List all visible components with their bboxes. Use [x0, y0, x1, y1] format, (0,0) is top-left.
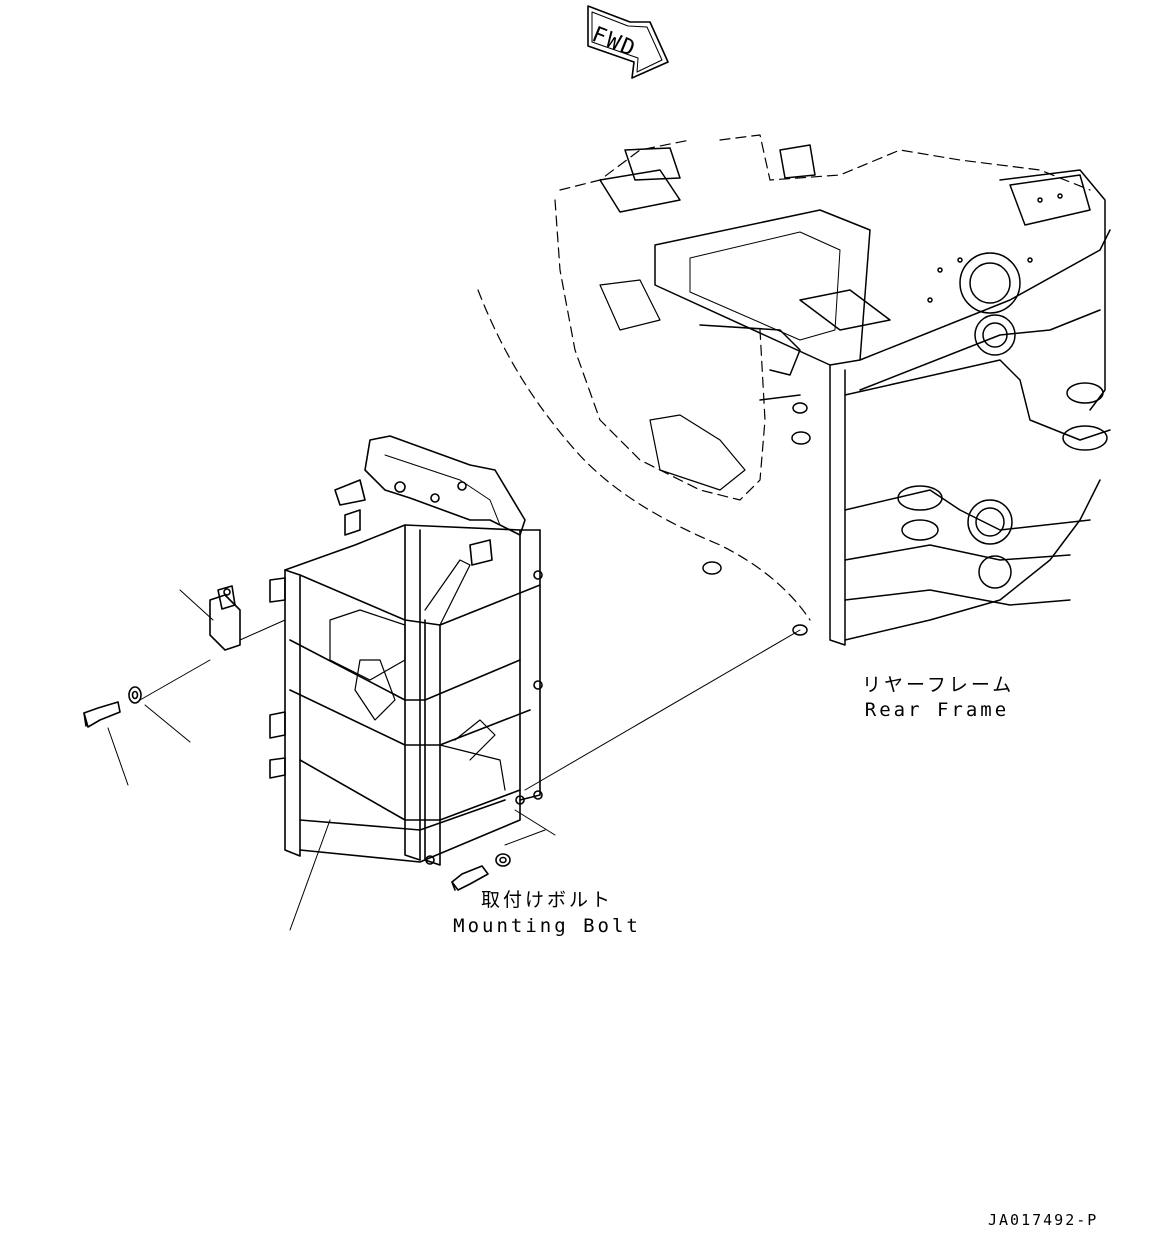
- rear-frame-phantom-outline: [477, 134, 1091, 621]
- drawing-number: JA017492-P: [988, 1211, 1099, 1229]
- frame-assembly: [269, 435, 543, 866]
- rear-frame-label-en: Rear Frame: [864, 699, 1010, 721]
- small-bracket: [209, 585, 241, 651]
- mounting-bolt: [451, 865, 489, 891]
- rear-frame: [599, 144, 1111, 646]
- rear-frame-label-jp: リヤーフレーム: [862, 674, 1015, 696]
- bolt-left: [83, 701, 121, 728]
- washer-bottom: [495, 853, 511, 867]
- mounting-bolt-label-jp: 取付けボルト: [480, 889, 613, 911]
- washer-left: [128, 686, 142, 704]
- fwd-marker-text: FWD: [588, 22, 640, 62]
- leader-lines: [107, 589, 801, 931]
- mounting-bolt-label-en: Mounting Bolt: [453, 915, 641, 937]
- fwd-arrow-icon: FWD: [587, 5, 669, 79]
